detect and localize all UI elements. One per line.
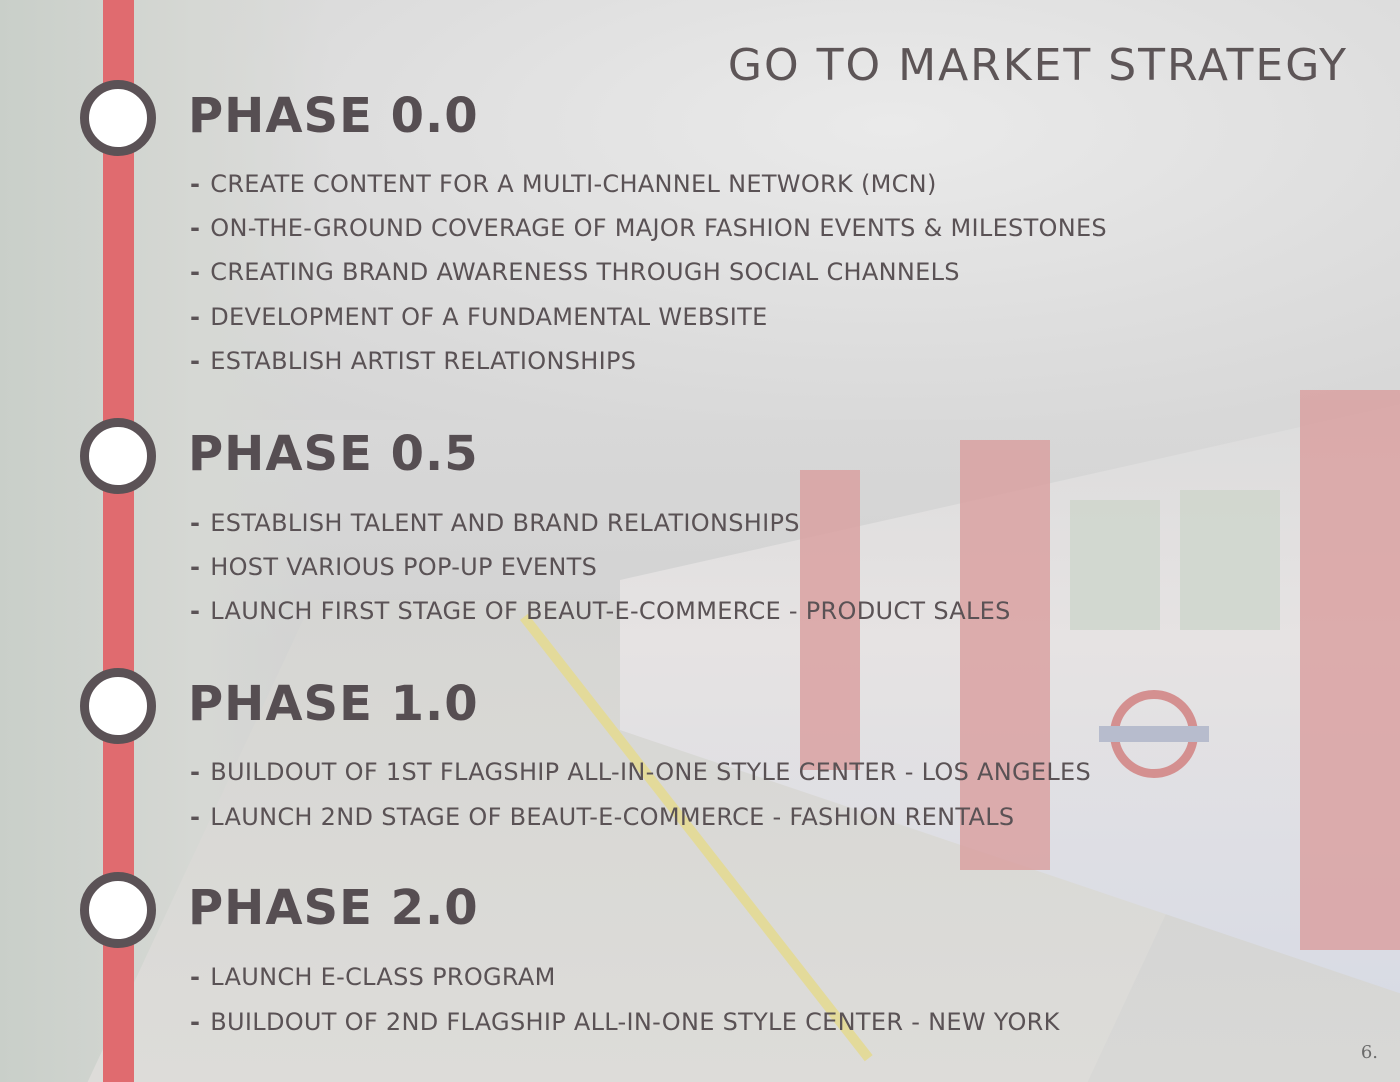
timeline-node-phase-2-0 [80, 872, 156, 948]
list-item: -HOST VARIOUS POP-UP EVENTS [190, 553, 598, 581]
list-item: -BUILDOUT OF 1ST FLAGSHIP ALL-IN-ONE STY… [190, 758, 1092, 786]
list-item: -BUILDOUT OF 2ND FLAGSHIP ALL-IN-ONE STY… [190, 1008, 1060, 1036]
list-item: -DEVELOPMENT OF A FUNDAMENTAL WEBSITE [190, 303, 768, 331]
list-item: -ON-THE-GROUND COVERAGE OF MAJOR FASHION… [190, 214, 1107, 242]
page-title: GO TO MARKET STRATEGY [727, 40, 1348, 91]
phase-heading: PHASE 2.0 [188, 880, 479, 936]
page-number: 6. [1360, 1042, 1378, 1063]
phase-heading: PHASE 0.5 [188, 426, 479, 482]
list-item: -ESTABLISH ARTIST RELATIONSHIPS [190, 347, 637, 375]
phase-heading: PHASE 1.0 [188, 676, 479, 732]
list-item: -LAUNCH E-CLASS PROGRAM [190, 963, 556, 991]
list-item: -CREATE CONTENT FOR A MULTI-CHANNEL NETW… [190, 170, 937, 198]
list-item: -CREATING BRAND AWARENESS THROUGH SOCIAL… [190, 258, 960, 286]
timeline-node-phase-0-5 [80, 418, 156, 494]
timeline-node-phase-0-0 [80, 80, 156, 156]
list-item: -LAUNCH FIRST STAGE OF BEAUT-E-COMMERCE … [190, 597, 1011, 625]
phase-heading: PHASE 0.0 [188, 88, 479, 144]
timeline-node-phase-1-0 [80, 668, 156, 744]
list-item: -ESTABLISH TALENT AND BRAND RELATIONSHIP… [190, 509, 800, 537]
list-item: -LAUNCH 2ND STAGE OF BEAUT-E-COMMERCE - … [190, 803, 1015, 831]
